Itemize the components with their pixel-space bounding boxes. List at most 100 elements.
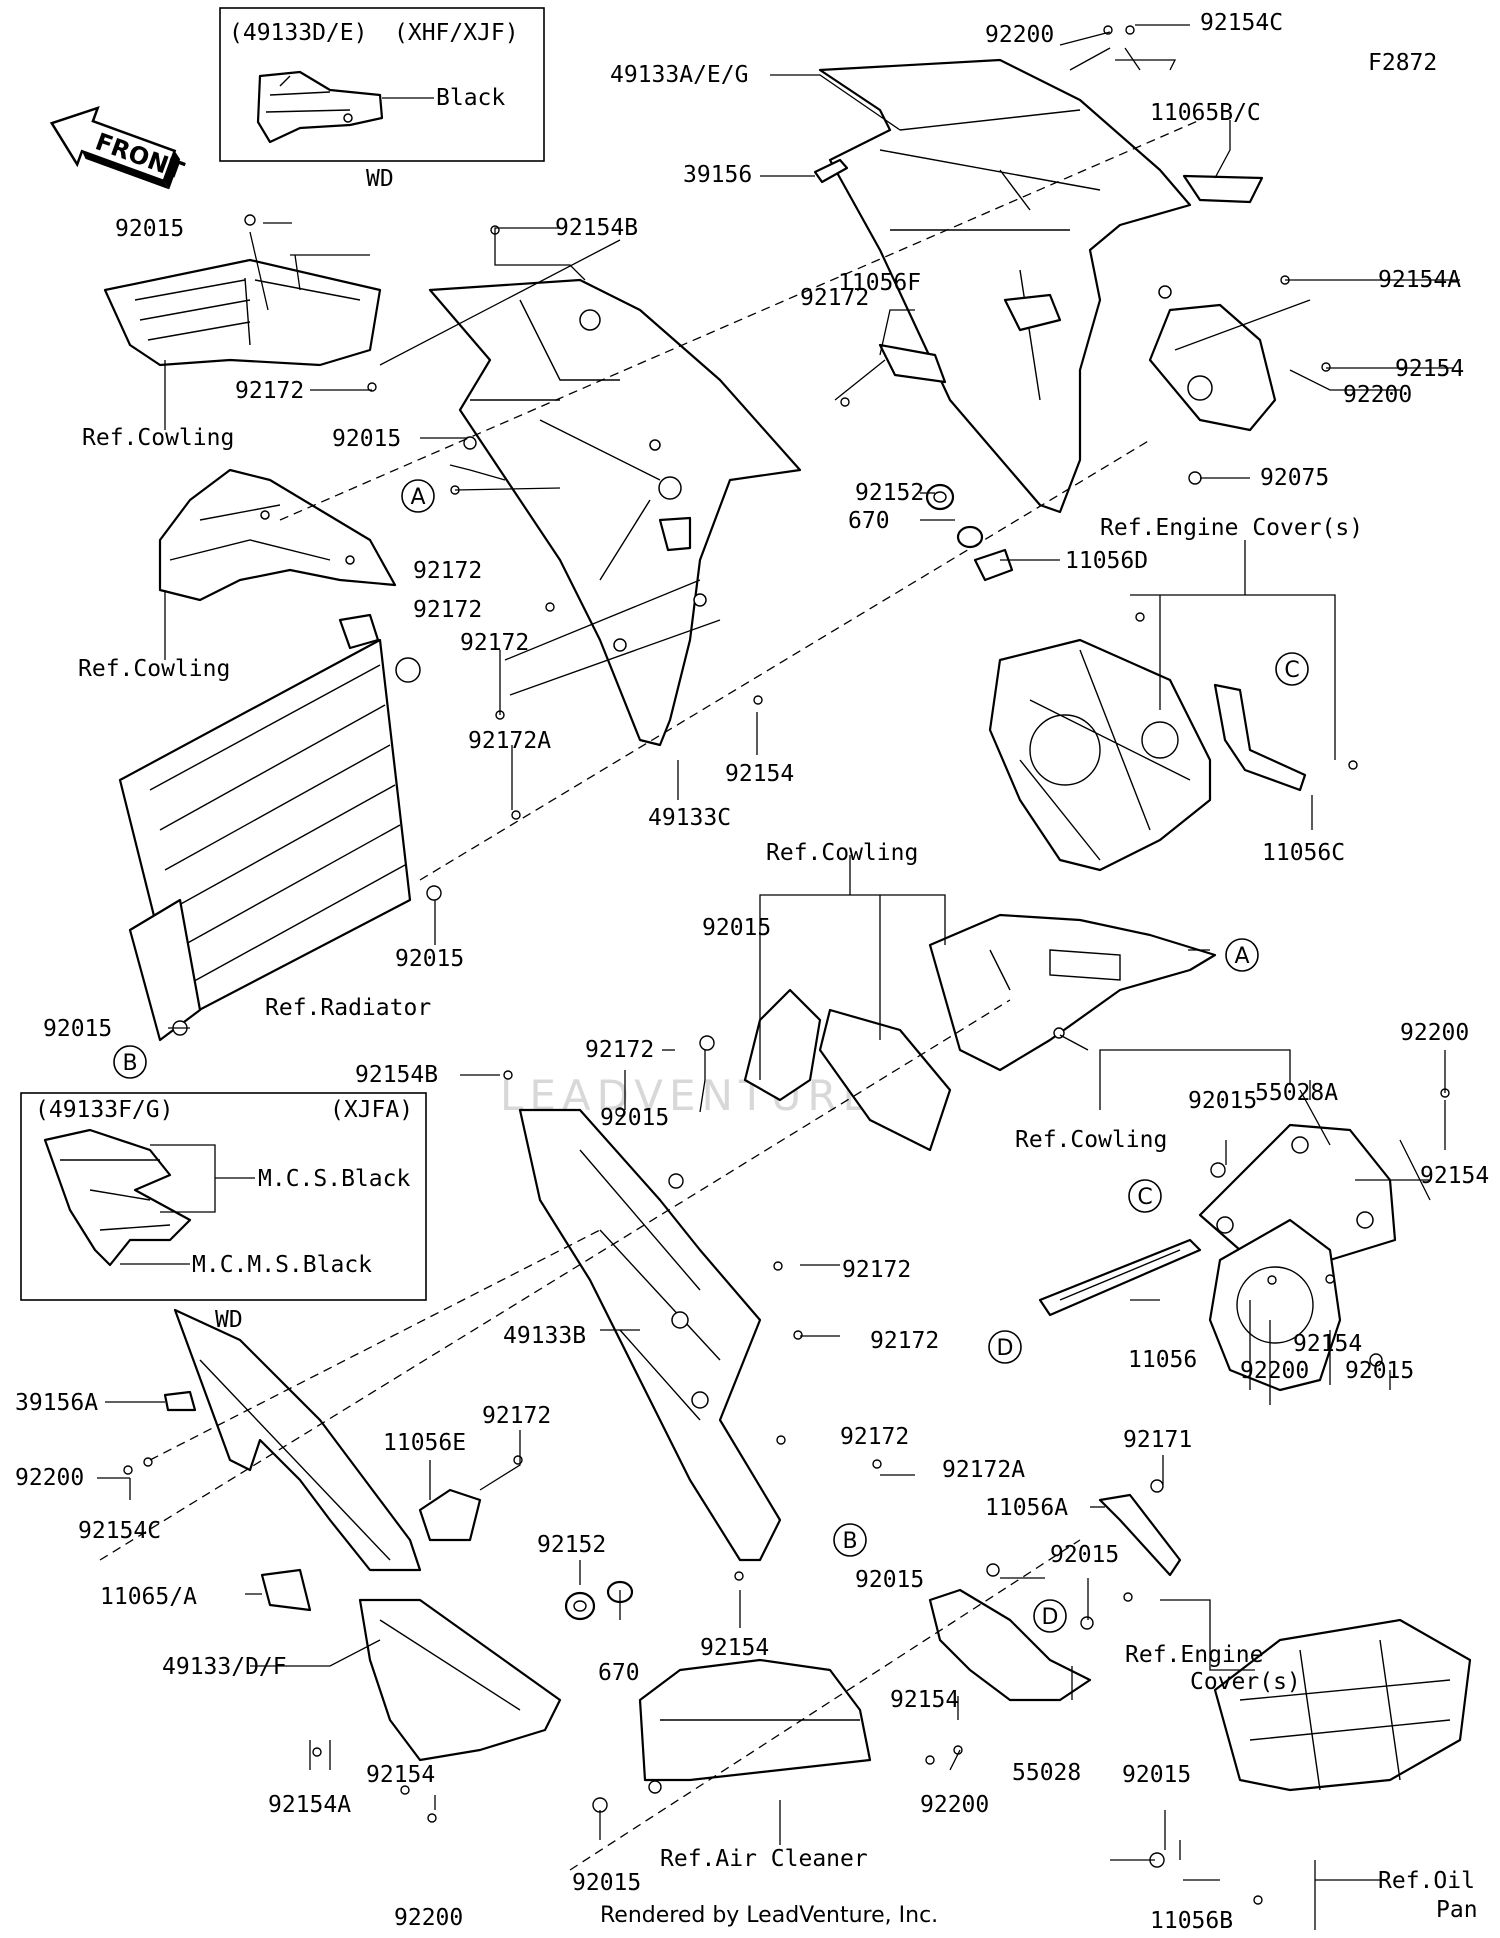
label-670-a: 670	[848, 508, 890, 534]
inner-panel	[428, 278, 802, 747]
diagram-code: F2872	[1368, 50, 1437, 76]
label-92154b-a: 92154B	[555, 215, 638, 241]
svg-text:C: C	[1284, 658, 1299, 683]
label-92154-h: 92154	[366, 1762, 435, 1788]
svg-text:B: B	[842, 1529, 857, 1554]
label-92015-k: 92015	[1122, 1762, 1191, 1788]
svg-text:D: D	[997, 1336, 1014, 1361]
label-ref-cowling-4: Ref.Cowling	[1015, 1127, 1167, 1153]
engine-cover-lower	[1208, 1218, 1342, 1392]
callout-a-2: A	[1225, 938, 1259, 972]
label-49133df: 49133/D/F	[162, 1654, 287, 1680]
label-39156: 39156	[683, 162, 752, 188]
label-92015-a: 92015	[115, 216, 184, 242]
footer-credit: Rendered by LeadVenture, Inc.	[600, 1903, 938, 1928]
label-92200-f: 92200	[394, 1905, 463, 1931]
label-11065a: 11065/A	[100, 1584, 197, 1610]
label-92200-top: 92200	[985, 22, 1054, 48]
label-55028: 55028	[1012, 1760, 1081, 1786]
svg-text:A: A	[1234, 944, 1249, 969]
label-92154-c: 92154	[725, 761, 794, 787]
inset-top-part	[256, 70, 384, 144]
side-panel-49133b	[518, 1108, 782, 1562]
inset-mid-caption: WD	[215, 1307, 243, 1333]
mid-cowling	[743, 913, 1217, 1152]
label-92154-f: 92154	[700, 1635, 769, 1661]
label-ref-engine-cover-1: Ref.Engine Cover(s)	[1100, 515, 1363, 541]
label-ref-air-cleaner: Ref.Air Cleaner	[660, 1846, 868, 1872]
label-ref-radiator: Ref.Radiator	[265, 995, 431, 1021]
dashed-lines	[99, 119, 1201, 1871]
callout-c-1: C	[1275, 652, 1309, 686]
label-ref-engine-cover-2a: Ref.Engine	[1125, 1642, 1263, 1668]
label-92172-j: 92172	[840, 1424, 909, 1450]
label-ref-oil-pan-a: Ref.Oil	[1378, 1868, 1475, 1894]
label-11056f: 11056F	[838, 270, 921, 296]
inset-top-caption: WD	[366, 166, 394, 192]
label-92172-d: 92172	[460, 630, 529, 656]
svg-text:B: B	[122, 1051, 137, 1076]
label-49133b: 49133B	[503, 1323, 586, 1349]
grommet-92152-top	[925, 483, 984, 549]
inset-mid-color-2: M.C.M.S.Black	[192, 1252, 372, 1278]
label-ref-cowling-2: Ref.Cowling	[78, 656, 230, 682]
cowling-fragment	[158, 468, 397, 602]
inset-mid-model: (XJFA)	[330, 1097, 413, 1123]
callout-c-2: C	[1128, 1179, 1162, 1213]
label-49133aeg: 49133A/E/G	[610, 62, 748, 88]
callout-d-1: D	[988, 1330, 1022, 1364]
label-11065bc: 11065B/C	[1150, 100, 1261, 126]
label-670-b: 670	[598, 1660, 640, 1686]
label-92200-b: 92200	[1400, 1020, 1469, 1046]
inset-variant-black: (49133D/E) (XHF/XJF) Black WD	[219, 7, 545, 192]
label-92172-h: 92172	[870, 1328, 939, 1354]
label-92200-e: 92200	[920, 1792, 989, 1818]
label-92015-j: 92015	[855, 1567, 924, 1593]
bracket-11056f	[878, 343, 947, 384]
bracket-11056d	[973, 548, 1014, 582]
label-92172-f: 92172	[800, 285, 869, 311]
engine-cover	[988, 638, 1212, 872]
fasteners	[123, 25, 1450, 1905]
front-arrow-icon: FRONT	[49, 106, 188, 190]
label-ref-engine-cover-2b: Cover(s)	[1190, 1669, 1301, 1695]
callout-a-1: A	[401, 479, 435, 513]
inset-mid-color-1: M.C.S.Black	[258, 1166, 410, 1192]
inset-top-model: (XHF/XJF)	[394, 20, 519, 46]
label-92172-i: 92172	[482, 1403, 551, 1429]
inset-variant-xjfa: (49133F/G) (XJFA) M.C.S.Black M.C.M.S.Bl…	[20, 1092, 427, 1333]
label-ref-oil-pan-b: Pan	[1436, 1897, 1478, 1923]
label-92154-e: 92154	[1293, 1331, 1362, 1357]
upper-fairing	[818, 58, 1277, 514]
lower-cowl-left	[173, 1308, 562, 1762]
lower-side-cowl	[928, 1588, 1092, 1702]
label-92154-d: 92154	[1420, 1163, 1489, 1189]
label-92154c-top: 92154C	[1200, 10, 1283, 36]
label-92200-d: 92200	[15, 1465, 84, 1491]
label-92154c-b: 92154C	[78, 1518, 161, 1544]
panel-39156a	[163, 1390, 197, 1412]
label-92172-g: 92172	[842, 1257, 911, 1283]
label-92015-f: 92015	[600, 1105, 669, 1131]
label-92015-g: 92015	[1188, 1088, 1257, 1114]
bracket-11056c	[1213, 683, 1307, 792]
label-11056b: 11056B	[1150, 1908, 1233, 1934]
label-49133c: 49133C	[648, 805, 731, 831]
label-11056c: 11056C	[1262, 840, 1345, 866]
bracket-11056e	[418, 1488, 482, 1542]
label-92015-e: 92015	[43, 1016, 112, 1042]
label-ref-cowling-3: Ref.Cowling	[766, 840, 918, 866]
label-ref-cowling-1: Ref.Cowling	[82, 425, 234, 451]
label-92172-c: 92172	[413, 597, 482, 623]
label-92015-d: 92015	[395, 946, 464, 972]
bracket-11056a	[1098, 1493, 1182, 1577]
label-92015-c: 92015	[702, 915, 771, 941]
callout-d-2: D	[1033, 1599, 1067, 1633]
left-duct	[103, 258, 382, 367]
bracket-11056	[1038, 1238, 1202, 1317]
label-92152-a: 92152	[855, 480, 924, 506]
svg-text:A: A	[410, 485, 425, 510]
callout-b-1: B	[113, 1045, 147, 1079]
label-92200-r: 92200	[1343, 382, 1412, 408]
oil-pan	[1213, 1618, 1472, 1792]
